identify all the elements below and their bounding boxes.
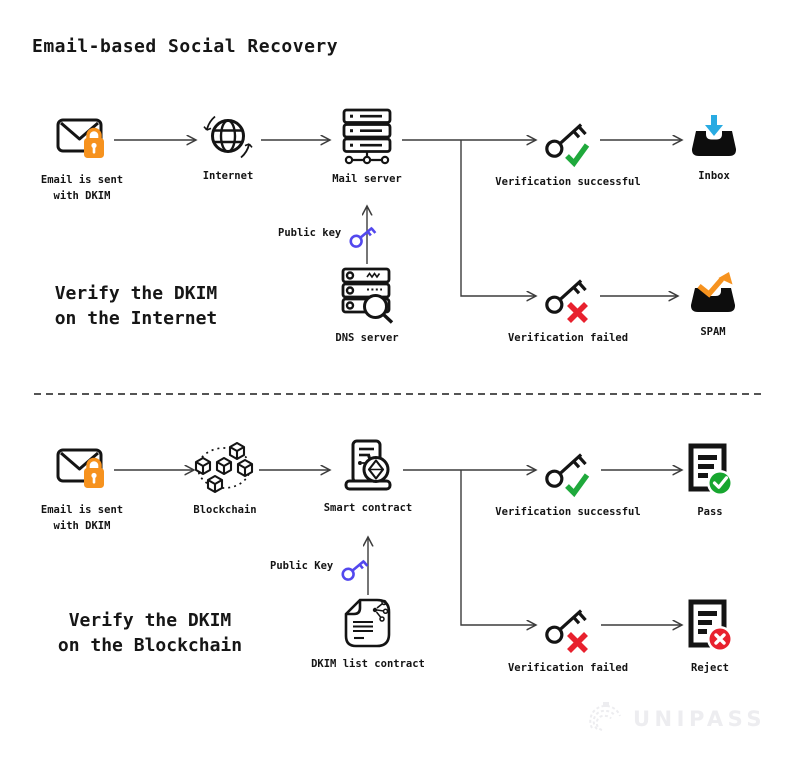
node-email-dkim-bottom: Email is sent with DKIM (22, 442, 142, 535)
verification-failed-label: Verification failed (507, 662, 629, 674)
email-label-line2: with DKIM (53, 189, 111, 202)
page-title: Email-based Social Recovery (32, 36, 339, 57)
reject-document-icon (688, 599, 733, 652)
key-check-icon (545, 123, 590, 168)
heading-internet-line2: on the Internet (54, 308, 218, 329)
node-reject: Reject (660, 598, 760, 677)
heading-internet-line1: Verify the DKIM (54, 283, 218, 304)
unipass-watermark: UNIPASS (588, 700, 766, 738)
key-check-icon (545, 453, 590, 498)
heading-internet: Verify the DKIM on the Internet (36, 281, 236, 331)
dns-server-icon (341, 267, 394, 324)
node-verification-successful-top: Verification successful (468, 112, 668, 191)
key-cross-icon (545, 609, 588, 653)
blockchain-label: Blockchain (193, 504, 257, 516)
inbox-icon (691, 115, 737, 156)
email-lock-icon (56, 448, 104, 488)
node-verification-failed-bottom: Verification failed (468, 598, 668, 677)
node-dkim-list-contract: DKIM list contract (295, 596, 441, 673)
public-key-callout-bottom: Public Key (270, 548, 372, 584)
public-key-label-top: Public key (278, 227, 342, 239)
verification-successful-label: Verification successful (495, 176, 641, 188)
node-spam: SPAM (663, 270, 763, 341)
mail-server-label: Mail server (332, 173, 402, 185)
smart-contract-label: Smart contract (323, 502, 413, 514)
node-verification-successful-bottom: Verification successful (468, 442, 668, 521)
node-pass: Pass (660, 442, 760, 521)
verification-successful-label: Verification successful (495, 506, 641, 518)
email-lock-icon (56, 118, 104, 158)
internet-globe-icon (203, 115, 253, 159)
heading-blockchain-line1: Verify the DKIM (68, 610, 232, 631)
dkim-list-contract-icon (344, 598, 391, 648)
reject-label: Reject (691, 662, 729, 674)
node-email-dkim-top: Email is sent with DKIM (22, 112, 142, 205)
mail-server-icon (342, 108, 392, 165)
verification-failed-label: Verification failed (507, 332, 629, 344)
blockchain-cubes-icon (194, 442, 254, 494)
public-key-label-bottom: Public Key (270, 560, 334, 572)
key-cross-icon (545, 279, 588, 323)
dns-server-label: DNS server (335, 332, 399, 344)
purple-key-icon (349, 226, 377, 248)
heading-blockchain-line2: on the Blockchain (57, 635, 243, 656)
node-blockchain: Blockchain (155, 442, 295, 519)
node-smart-contract: Smart contract (300, 438, 436, 517)
inbox-label: Inbox (698, 170, 730, 182)
public-key-callout-top: Public key (278, 215, 380, 251)
heading-blockchain: Verify the DKIM on the Blockchain (40, 608, 260, 658)
smart-contract-icon (344, 439, 392, 491)
unipass-watermark-text: UNIPASS (633, 707, 766, 731)
spam-label: SPAM (700, 326, 726, 338)
email-label-line1: Email is sent (40, 504, 124, 516)
internet-label: Internet (202, 170, 254, 182)
pass-label: Pass (697, 506, 723, 518)
node-dns-server: DNS server (302, 266, 432, 347)
pass-document-icon (688, 443, 733, 496)
node-mail-server: Mail server (302, 108, 432, 188)
unipass-logo-icon (589, 702, 621, 731)
email-label-line1: Email is sent (40, 174, 124, 186)
purple-key-icon (341, 559, 369, 581)
spam-icon (690, 272, 736, 312)
email-label-line2: with DKIM (53, 519, 111, 532)
dkim-list-contract-label: DKIM list contract (311, 658, 425, 670)
node-verification-failed-top: Verification failed (468, 268, 668, 347)
node-internet: Internet (168, 112, 288, 185)
node-inbox: Inbox (664, 114, 764, 185)
